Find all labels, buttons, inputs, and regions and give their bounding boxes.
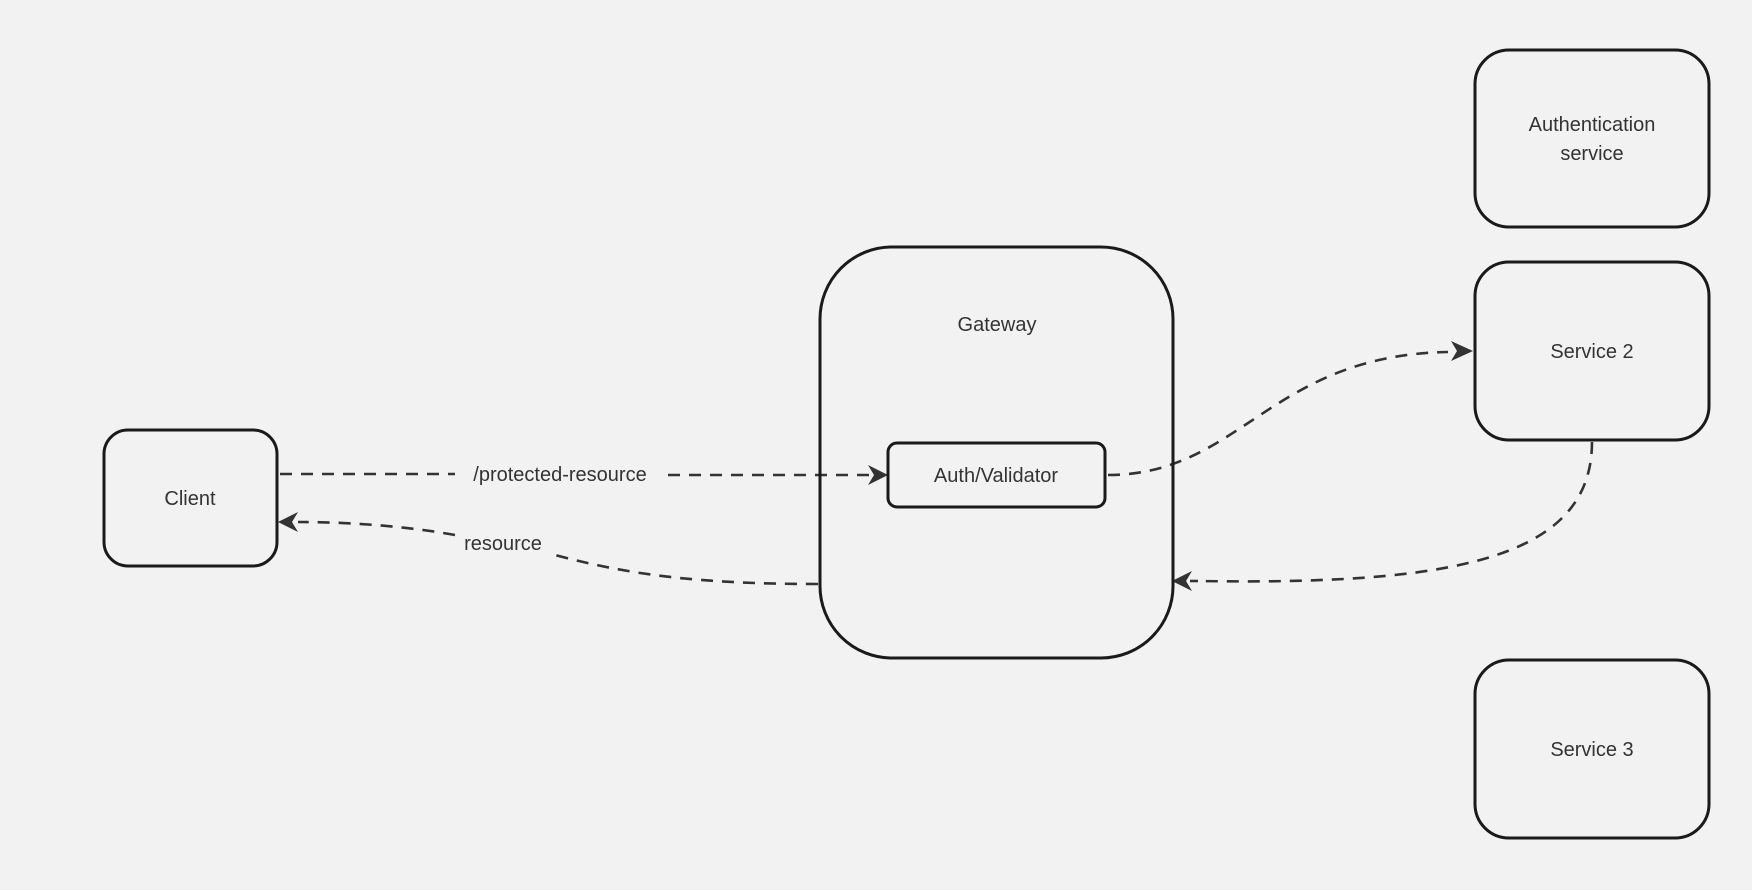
node-gateway-label: Gateway — [958, 314, 1037, 336]
node-service-3-label: Service 3 — [1550, 739, 1633, 761]
arrowhead-icon — [1172, 571, 1192, 591]
edge-line — [1107, 350, 1449, 477]
node-gateway-box — [818, 245, 1175, 660]
node-service-2-label: Service 2 — [1550, 341, 1633, 363]
arrowhead-icon — [1451, 341, 1473, 361]
node-auth-validator-box — [886, 441, 1107, 509]
node-service-3-box — [1473, 658, 1711, 840]
node-auth-validator-label: Auth/Validator — [934, 465, 1058, 487]
edge-label-resource: resource — [464, 533, 542, 555]
node-authentication-service-label-line1: Authentication — [1529, 114, 1656, 136]
node-client[interactable]: Client — [102, 428, 279, 568]
node-auth-validator[interactable]: Auth/Validator — [886, 441, 1107, 509]
node-service-3[interactable]: Service 3 — [1473, 658, 1711, 840]
node-client-label: Client — [164, 488, 216, 510]
node-authentication-service-label-line2: service — [1560, 143, 1623, 165]
node-service-2-box — [1473, 260, 1711, 442]
node-service-2[interactable]: Service 2 — [1473, 260, 1711, 442]
node-authentication-service-box — [1473, 48, 1711, 229]
node-gateway[interactable]: Gateway — [818, 245, 1175, 660]
edge-line — [554, 553, 819, 586]
edge-service-2-to-gateway[interactable] — [1172, 441, 1594, 591]
edge-auth-validator-to-service-2[interactable] — [1107, 341, 1473, 477]
edge-label-protected-resource: /protected-resource — [473, 464, 646, 486]
edge-line — [297, 520, 456, 537]
edge-line — [1197, 441, 1594, 583]
node-authentication-service[interactable]: Authentication service — [1473, 48, 1711, 229]
edge-gateway-to-client[interactable] — [278, 512, 819, 586]
arrowhead-icon — [278, 512, 298, 532]
node-client-box — [102, 428, 279, 568]
arrowhead-icon — [868, 465, 888, 485]
edge-client-to-auth-validator[interactable] — [280, 465, 888, 485]
